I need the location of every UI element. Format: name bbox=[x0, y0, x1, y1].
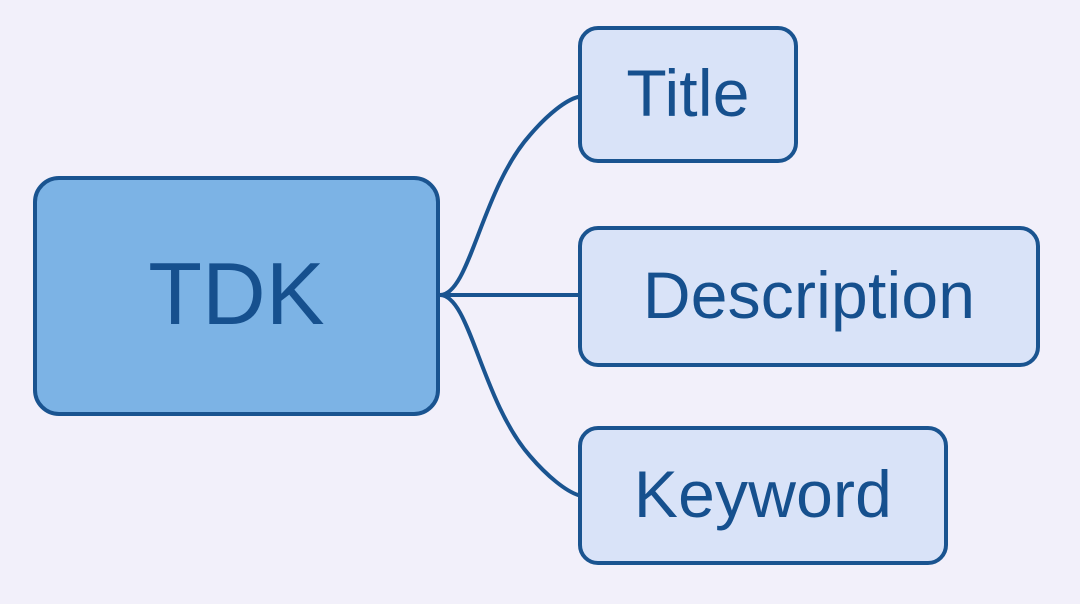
node-description-label: Description bbox=[642, 257, 976, 332]
connector-root-to-keyword bbox=[438, 293, 580, 497]
connector-root-to-title bbox=[438, 95, 580, 297]
node-title[interactable]: Title bbox=[578, 26, 798, 163]
node-keyword[interactable]: Keyword bbox=[578, 426, 948, 565]
node-keyword-label: Keyword bbox=[633, 456, 893, 531]
node-root-label: TDK bbox=[148, 244, 325, 343]
node-root-tdk[interactable]: TDK bbox=[33, 176, 440, 416]
node-description[interactable]: Description bbox=[578, 226, 1040, 367]
node-title-label: Title bbox=[626, 55, 750, 130]
